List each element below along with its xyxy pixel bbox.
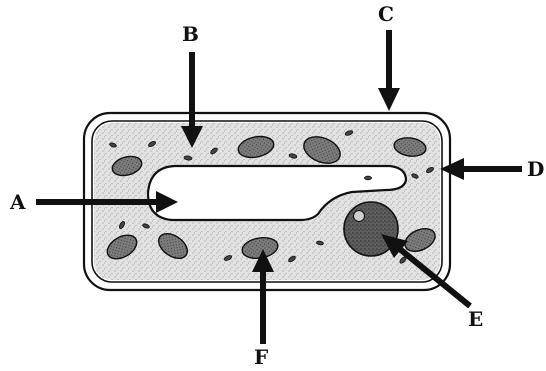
label-d: D [527,157,544,181]
label-f: F [254,345,268,369]
arrow-c [378,30,400,111]
label-e: E [468,307,483,331]
label-a: A [9,190,26,214]
arrow-d [440,158,522,180]
label-b: B [182,22,199,46]
nucleolus [354,211,365,222]
label-c: C [378,2,394,26]
